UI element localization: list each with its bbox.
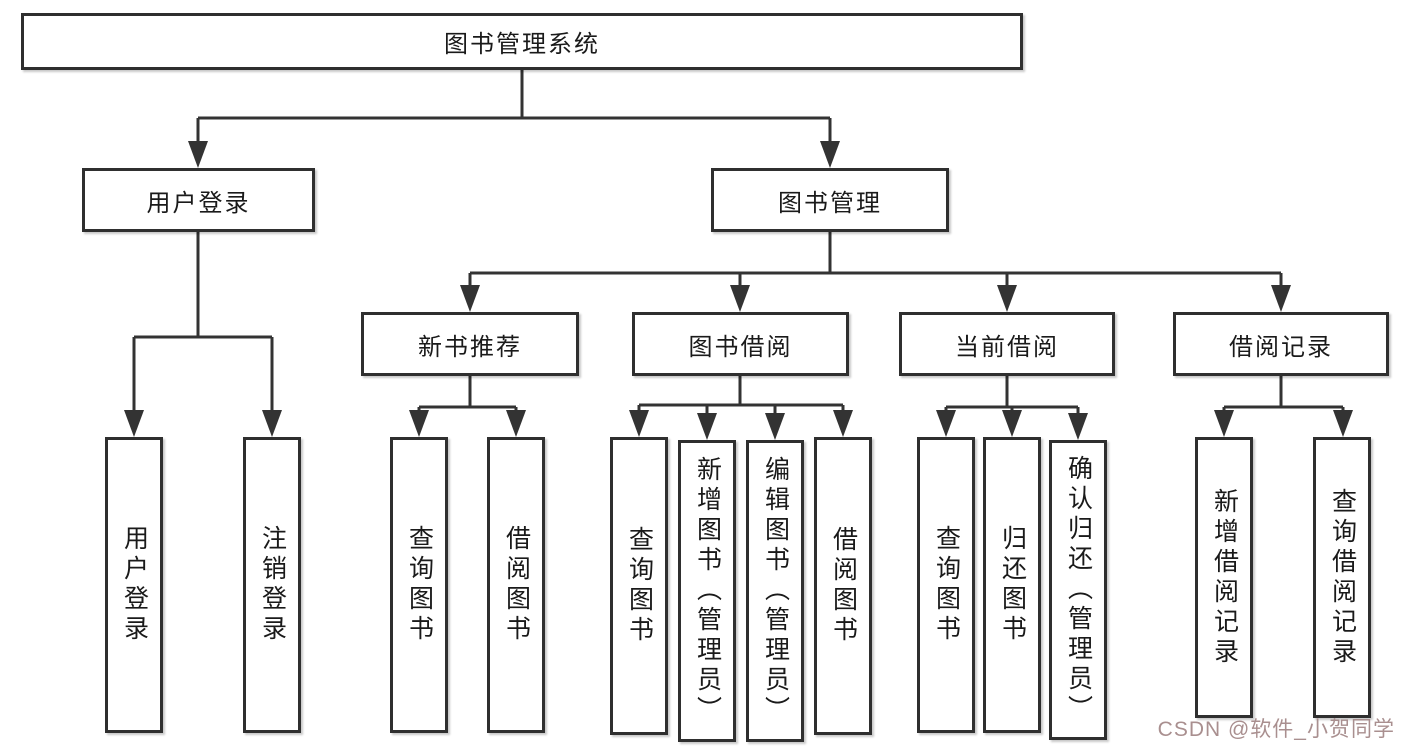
node-query-book: 查询图书 bbox=[610, 437, 668, 735]
connector-book-borrow-children bbox=[629, 376, 853, 440]
node-library-management-system: 图书管理系统 bbox=[21, 13, 1023, 70]
node-return-book: 归还图书 bbox=[983, 437, 1041, 733]
node-book-borrowing: 图书借阅 bbox=[632, 312, 849, 376]
connector-current-borrow-children bbox=[936, 376, 1088, 440]
node-add-borrow-record: 新增借阅记录 bbox=[1195, 437, 1253, 718]
connector-root-to-level2 bbox=[188, 70, 840, 168]
node-query-borrow-record: 查询借阅记录 bbox=[1313, 437, 1371, 718]
connector-borrow-record-children bbox=[1214, 376, 1353, 437]
node-user-login: 用户登录 bbox=[82, 168, 315, 232]
node-query-book-current: 查询图书 bbox=[917, 437, 975, 733]
node-borrowing-records: 借阅记录 bbox=[1173, 312, 1389, 376]
connector-new-book-rec-children bbox=[409, 376, 526, 437]
connector-book-management-children bbox=[460, 232, 1291, 312]
node-add-book-admin: 新增图书（管理员） bbox=[678, 440, 736, 742]
node-current-borrowing: 当前借阅 bbox=[899, 312, 1115, 376]
node-confirm-return-admin: 确认归还（管理员） bbox=[1049, 440, 1107, 740]
node-query-book-recommend: 查询图书 bbox=[390, 437, 448, 733]
node-book-management: 图书管理 bbox=[711, 168, 949, 232]
node-edit-book-admin: 编辑图书（管理员） bbox=[746, 440, 804, 742]
node-borrow-book: 借阅图书 bbox=[814, 437, 872, 735]
node-logout: 注销登录 bbox=[243, 437, 301, 733]
connector-user-login-children bbox=[124, 232, 282, 437]
node-borrow-book-recommend: 借阅图书 bbox=[487, 437, 545, 733]
node-login: 用户登录 bbox=[105, 437, 163, 733]
node-new-book-recommendation: 新书推荐 bbox=[361, 312, 579, 376]
